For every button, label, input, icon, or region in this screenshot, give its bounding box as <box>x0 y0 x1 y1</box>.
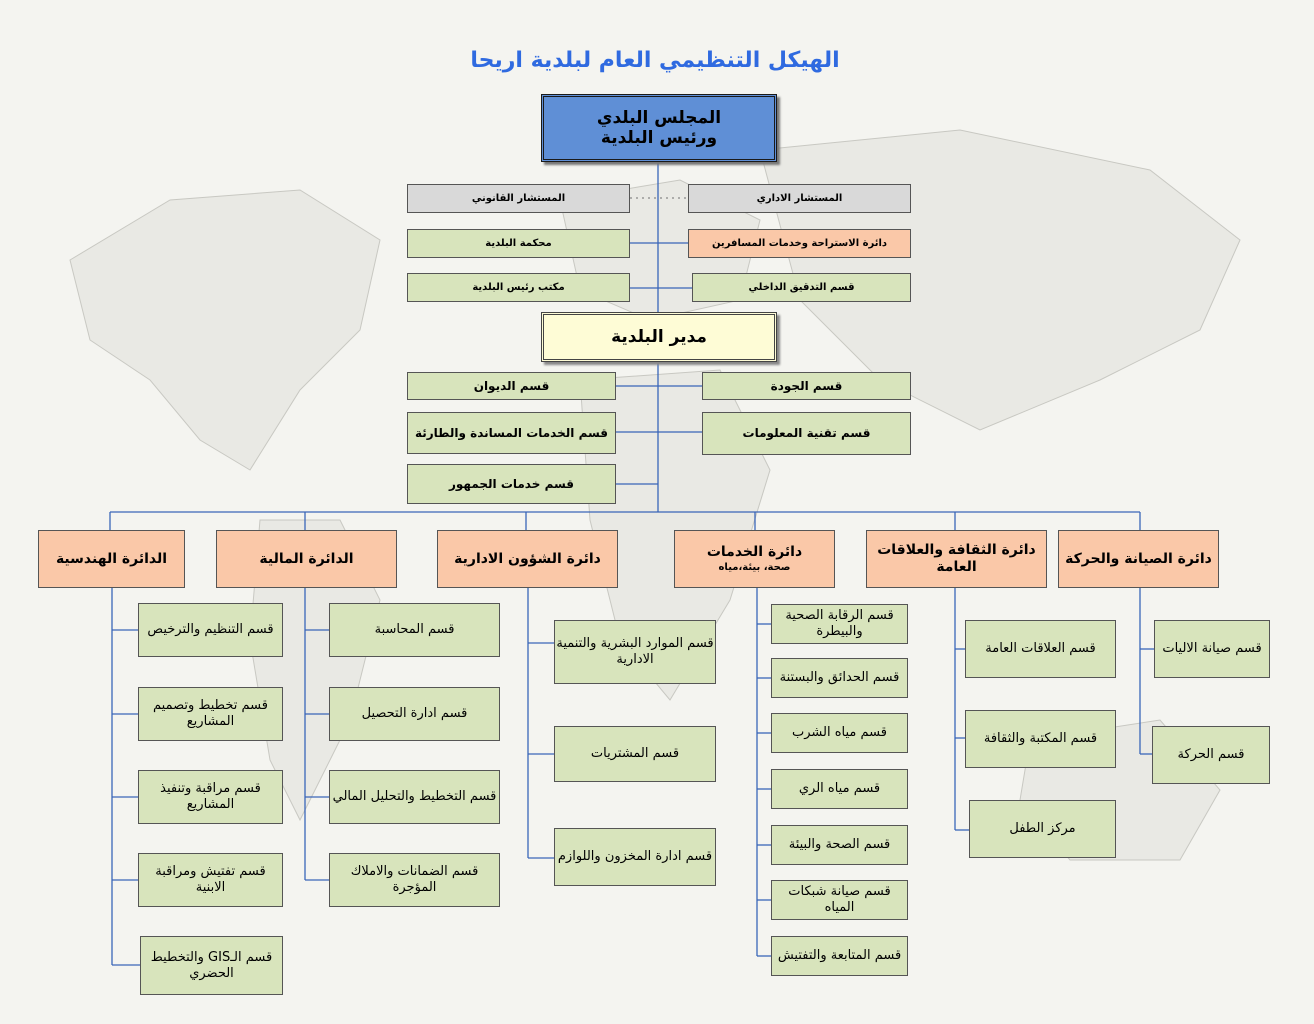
section-box: قسم مياه الري <box>771 769 908 809</box>
finance-dept-box: الدائرة المالية <box>216 530 397 588</box>
services-dept-subtitle: صحة، بيئة،مياه <box>718 562 791 574</box>
section-box: مركز الطفل <box>969 800 1116 858</box>
chart-title: الهيكل التنظيمي العام لبلدية اريحا <box>470 48 840 73</box>
section-box: قسم الموارد البشرية والتنمية الادارية <box>554 620 716 684</box>
council-line2: ورئيس البلدية <box>600 128 718 148</box>
admin-advisor-box: المستشار الاداري <box>688 184 911 213</box>
section-box: قسم صيانة الاليات <box>1154 620 1270 678</box>
section-box: قسم ادارة المخزون واللوازم <box>554 828 716 886</box>
admin-dept-name: دائرة الشؤون الادارية <box>454 550 601 567</box>
admin-dept-box: دائرة الشؤون الادارية <box>437 530 618 588</box>
section-box: قسم الحركة <box>1152 726 1270 784</box>
services-dept-name: دائرة الخدمات <box>706 543 803 560</box>
legal-advisor-box: المستشار القانوني <box>407 184 630 213</box>
maintenance-dept-box: دائرة الصيانة والحركة <box>1058 530 1219 588</box>
section-box: قسم التخطيط والتحليل المالي <box>329 770 500 824</box>
culture-dept-box: دائرة الثقافة والعلاقات العامة <box>866 530 1047 588</box>
engineering-dept-name: الدائرة الهندسية <box>55 550 168 567</box>
public-services-box: قسم خدمات الجمهور <box>407 464 616 504</box>
section-box: قسم العلاقات العامة <box>965 620 1116 678</box>
section-box: قسم التنظيم والترخيص <box>138 603 283 657</box>
section-box: قسم مراقبة وتنفيذ المشاريع <box>138 770 283 824</box>
section-box: قسم المشتريات <box>554 726 716 782</box>
diwan-box: قسم الديوان <box>407 372 616 400</box>
section-box: قسم المحاسبة <box>329 603 500 657</box>
section-box: قسم المتابعة والتفتيش <box>771 936 908 976</box>
section-box: قسم ادارة التحصيل <box>329 687 500 741</box>
court-box: محكمة البلدية <box>407 229 630 258</box>
it-box: قسم تقنية المعلومات <box>702 412 911 455</box>
section-box: قسم صيانة شبكات المياه <box>771 880 908 920</box>
culture-dept-name: دائرة الثقافة والعلاقات العامة <box>877 542 1036 575</box>
section-box: قسم الـGIS والتخطيط الحضري <box>140 936 283 995</box>
section-box: قسم الضمانات والاملاك المؤجرة <box>329 853 500 907</box>
manager-box: مدير البلدية <box>541 312 777 362</box>
support-emergency-box: قسم الخدمات المساندة والطارئة <box>407 412 616 454</box>
maintenance-dept-name: دائرة الصيانة والحركة <box>1065 550 1212 567</box>
mayor-office-box: مكتب رئيس البلدية <box>407 273 630 302</box>
section-box: قسم مياه الشرب <box>771 713 908 753</box>
rest-services-box: دائرة الاستراحة وخدمات المسافرين <box>688 229 911 258</box>
internal-audit-box: قسم التدقيق الداخلي <box>692 273 911 302</box>
finance-dept-name: الدائرة المالية <box>259 550 354 567</box>
quality-box: قسم الجودة <box>702 372 911 400</box>
services-dept-box: دائرة الخدمات صحة، بيئة،مياه <box>674 530 835 588</box>
council-line1: المجلس البلدي <box>596 107 722 128</box>
council-box: المجلس البلدي ورئيس البلدية <box>541 94 777 162</box>
section-box: قسم الصحة والبيئة <box>771 825 908 865</box>
section-box: قسم الرقابة الصحية والبيطرة <box>771 604 908 644</box>
engineering-dept-box: الدائرة الهندسية <box>38 530 185 588</box>
section-box: قسم تفتيش ومراقبة الابنية <box>138 853 283 907</box>
section-box: قسم تخطيط وتصميم المشاريع <box>138 687 283 741</box>
section-box: قسم الحدائق والبستنة <box>771 658 908 698</box>
section-box: قسم المكتبة والثقافة <box>965 710 1116 768</box>
